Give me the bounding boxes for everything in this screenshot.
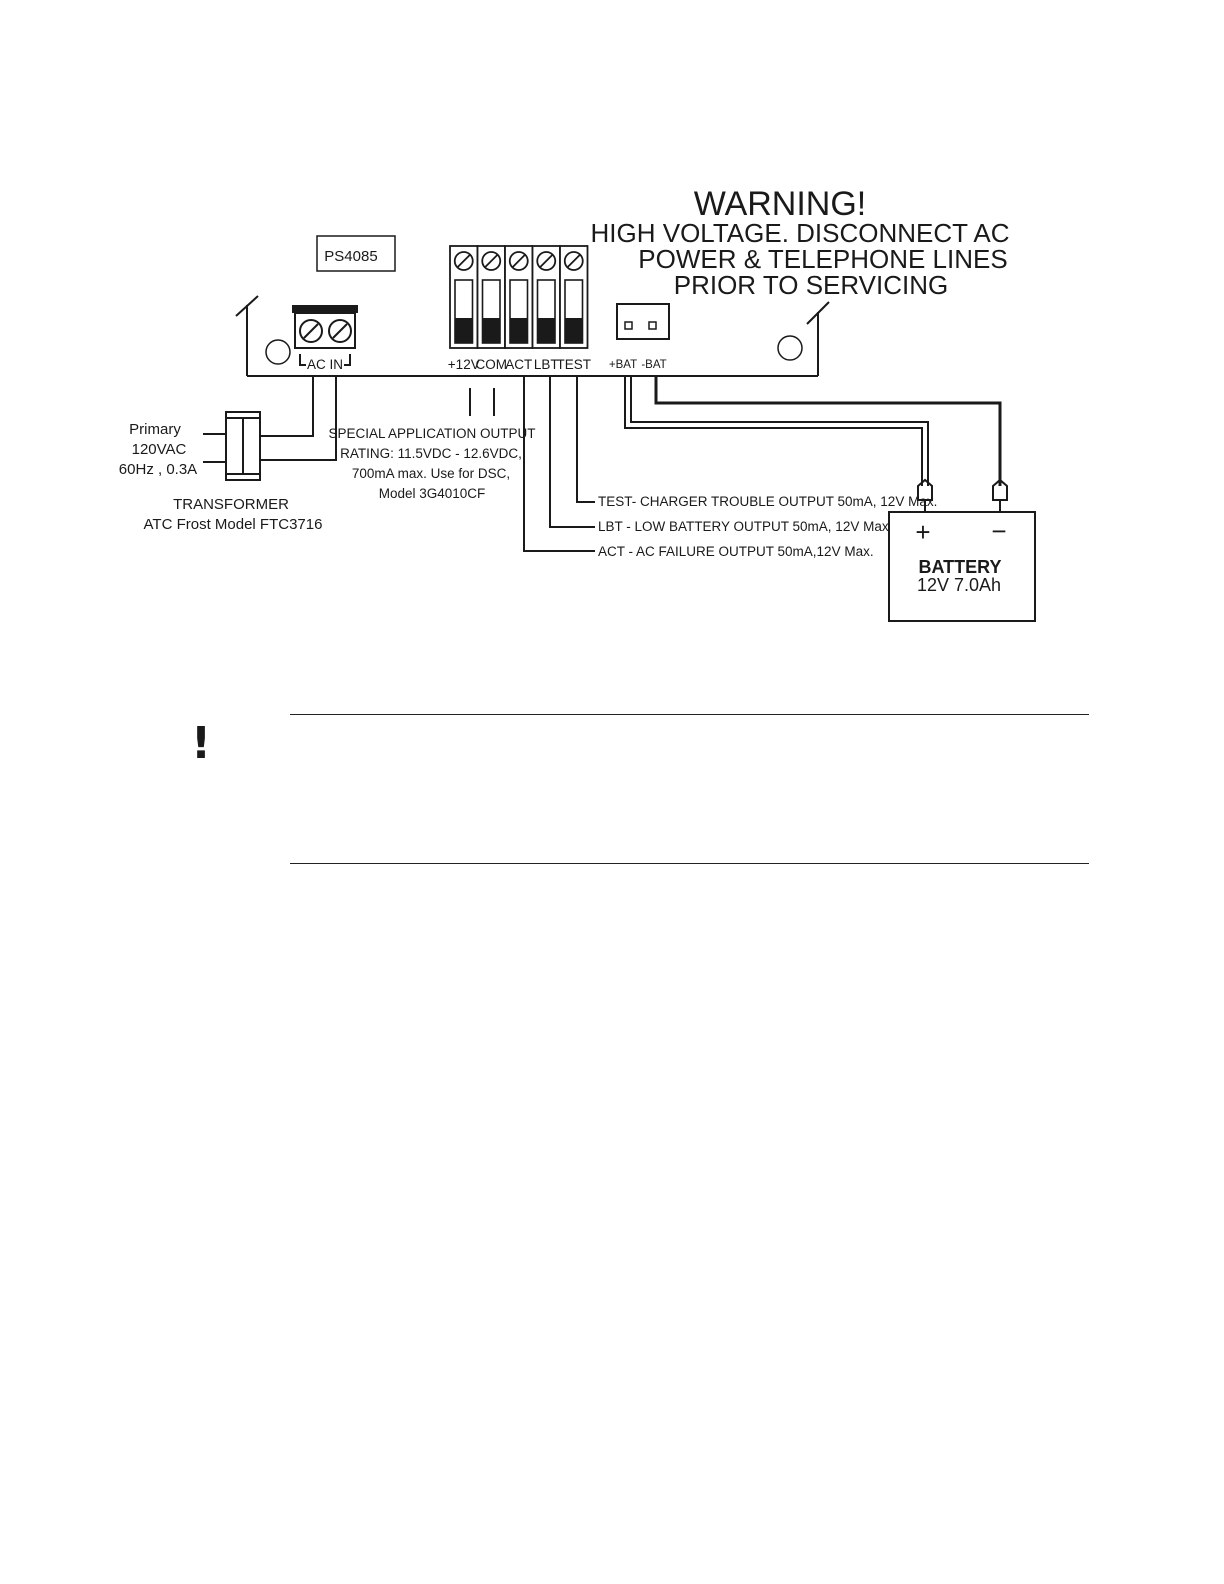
warning-title: WARNING! (694, 185, 867, 223)
warning-line-2: POWER & TELEPHONE LINES (638, 244, 1007, 274)
ac-in-terminal: AC IN (292, 305, 358, 372)
battery-rating: 12V 7.0Ah (917, 575, 1001, 595)
special-output-line-3: 700mA max. Use for DSC, (352, 466, 510, 481)
terminal-label: COM (476, 357, 508, 372)
transformer-name: TRANSFORMER (173, 496, 289, 513)
special-output-line-2: RATING: 11.5VDC - 12.6VDC, (340, 446, 522, 461)
pos-bat-label: +BAT (609, 359, 637, 371)
terminal-act: ACT (504, 245, 534, 372)
warning-block: WARNING! HIGH VOLTAGE. DISCONNECT AC POW… (591, 185, 1010, 300)
neg-bat-label: -BAT (641, 359, 666, 371)
test-output-label: TEST- CHARGER TROUBLE OUTPUT 50mA, 12V M… (598, 494, 937, 509)
output-leaders: TEST- CHARGER TROUBLE OUTPUT 50mA, 12V M… (523, 376, 937, 559)
lbt-output-label: LBT - LOW BATTERY OUTPUT 50mA, 12V Max. (598, 519, 892, 534)
battery-title: BATTERY (919, 557, 1002, 577)
special-output-line-1: SPECIAL APPLICATION OUTPUT (328, 426, 535, 441)
terminal-test: TEST (556, 245, 591, 372)
transformer-model: ATC Frost Model FTC3716 (144, 516, 323, 533)
battery: + − BATTERY 12V 7.0Ah (888, 511, 1036, 622)
notice-top-rule (290, 714, 1089, 715)
special-output: SPECIAL APPLICATION OUTPUT RATING: 11.5V… (328, 388, 536, 501)
terminal-label: ACT (505, 357, 532, 372)
terminal-12v: +12V (448, 245, 480, 372)
special-output-line-4: Model 3G4010CF (379, 486, 486, 501)
terminal-com: COM (476, 245, 508, 372)
terminal-label: LBT (534, 357, 559, 372)
battery-wires (624, 376, 1008, 512)
model-label-text: PS4085 (324, 248, 377, 265)
mounting-hole-left (265, 339, 291, 365)
model-label: PS4085 (316, 235, 396, 272)
transformer-frequency: 60Hz , 0.3A (119, 461, 197, 478)
terminal-label: +12V (448, 357, 480, 372)
battery-minus: − (991, 516, 1006, 546)
notice-bottom-rule (290, 863, 1089, 864)
transformer-primary: Primary (129, 421, 181, 438)
circuit-board (235, 295, 830, 377)
ac-in-label: AC IN (307, 357, 343, 372)
terminal-label: TEST (556, 357, 591, 372)
exclamation-icon: ! (190, 718, 212, 769)
terminal-lbt: LBT (531, 245, 561, 372)
transformer: Primary 120VAC 60Hz , 0.3A TRANSFORMER A… (119, 376, 337, 533)
mounting-hole-right (777, 335, 803, 361)
transformer-voltage: 120VAC (132, 441, 187, 458)
battery-plus: + (915, 517, 930, 547)
act-output-label: ACT - AC FAILURE OUTPUT 50mA,12V Max. (598, 544, 874, 559)
warning-line-3: PRIOR TO SERVICING (674, 270, 949, 300)
battery-connector: +BAT -BAT (609, 303, 670, 371)
warning-line-1: HIGH VOLTAGE. DISCONNECT AC (591, 218, 1010, 248)
